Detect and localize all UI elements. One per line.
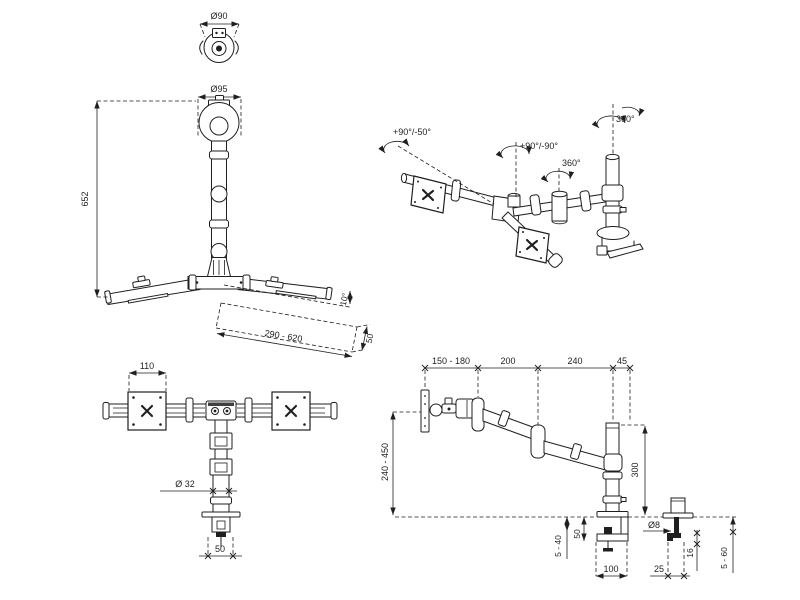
front-arm-tilt-label: 10° [338,292,350,307]
side-view-drawing: 150 - 180 200 240 45 240 - 450 300 5 - 4… [380,356,737,580]
side-clamp-width-label: 100 [603,564,618,574]
side-clamp-depth-label: 50 [572,529,582,539]
side-grommet-range-label: 5 - 60 [719,547,729,569]
side-bolt-offset-label: 25 [654,564,664,574]
front-pole-height-label: 652 [80,191,90,206]
iso-tilt-range-label: +90°/-50° [393,127,431,137]
front-arm-range-label: 290 - 620 [264,328,303,344]
front-head-diameter-label: Ø95 [210,84,227,94]
top-plate-width-label: 110 [140,361,154,371]
side-reach-seg4-label: 45 [617,356,627,366]
iso-swivel-range-label: +90°/-90° [520,141,558,151]
iso-rotation-pole-label: 360° [616,114,635,124]
side-reach-seg3-label: 240 [567,356,582,366]
top-pole-diameter-label: Ø 32 [175,479,195,489]
side-reach-seg1-label: 150 - 180 [432,356,470,366]
side-height-range-label: 240 - 450 [380,443,390,481]
side-bolt-diameter-label: Ø8 [648,520,660,530]
front-view-drawing: Ø90 Ø95 652 10° 290 - 620 50 [80,11,376,358]
side-bolt-length-label: 16 [685,548,695,558]
top-clamp-width-label: 50 [215,544,225,554]
top-view-drawing: 110 Ø 32 50 [102,361,338,560]
side-clamp-range-label: 5 - 40 [553,535,563,557]
front-top-diameter-label: Ø90 [210,11,227,21]
iso-view-drawing: +90°/-50° +90°/-90° 360° 360° [378,104,645,268]
front-arm-width-label: 50 [364,333,376,344]
iso-rotation-crossbar-label: 360° [562,158,581,168]
side-reach-seg2-label: 200 [500,356,515,366]
side-pole-height-label: 300 [630,462,640,477]
